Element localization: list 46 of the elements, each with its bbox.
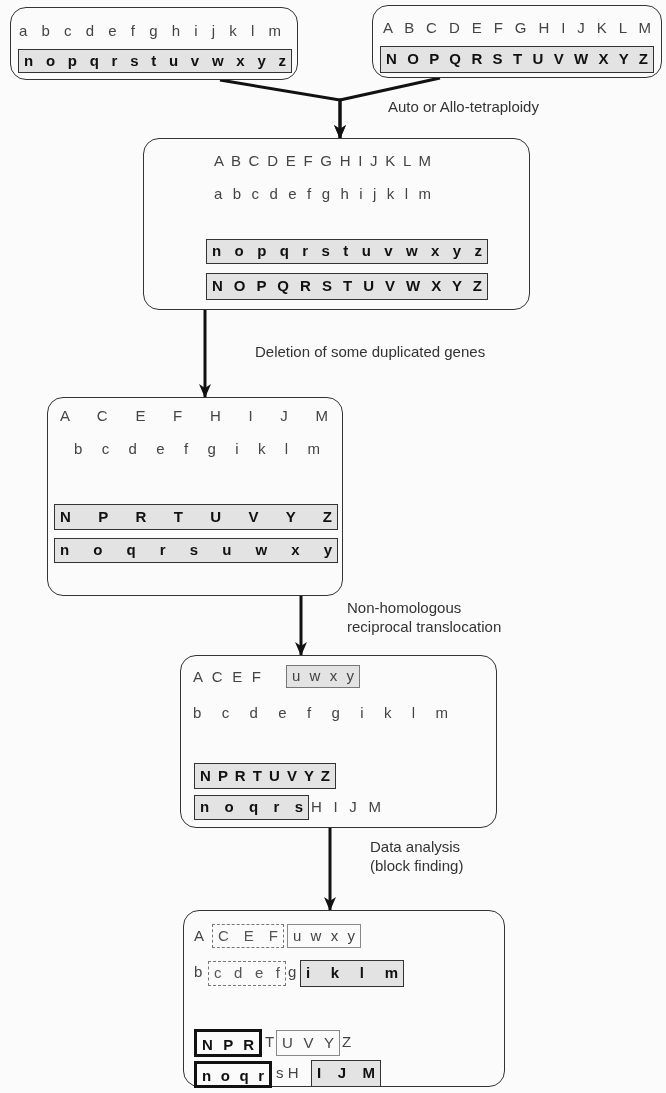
- gene-letters: b: [194, 962, 203, 982]
- genome-box: [183, 910, 505, 1087]
- gene-block: u w x y: [286, 665, 360, 688]
- gene-block: N P R: [194, 1029, 262, 1057]
- gene-letters: T: [265, 1032, 275, 1052]
- gene-letters: A B C D E F G H I J K L M: [214, 151, 431, 171]
- genome-box: [180, 655, 497, 828]
- gene-letters: A C E F: [193, 667, 261, 687]
- gene-block: U V Y: [276, 1030, 340, 1056]
- gene-letters: g: [288, 962, 297, 982]
- gene-block: n o q r s: [194, 795, 309, 820]
- gene-letters: A B C D E F G H I J K L M: [383, 18, 651, 38]
- gene-block: c d e f: [208, 961, 286, 986]
- gene-block: I J M: [311, 1060, 381, 1087]
- gene-block: u w x y: [287, 924, 361, 948]
- gene-letters: A: [194, 926, 204, 946]
- gene-block: n o p q r s t u v w x y z: [18, 49, 292, 73]
- arrow: [199, 310, 211, 398]
- genome-box: [47, 397, 343, 596]
- arrow: [295, 596, 307, 656]
- gene-letters: b c d e f g i k l m: [74, 439, 320, 459]
- genome-box: [143, 138, 530, 310]
- edge-label: Auto or Allo-tetraploidy: [388, 97, 540, 116]
- gene-block: N P R T U V Y Z: [54, 504, 338, 530]
- genome-box: [372, 5, 662, 78]
- gene-block: n o p q r s t u v w x y z: [206, 239, 488, 264]
- edge-label: Deletion of some duplicated genes: [255, 342, 487, 361]
- gene-letters: a b c d e f g h i j k l m: [214, 184, 431, 204]
- gene-block: C E F: [212, 924, 284, 948]
- gene-letters: Z: [342, 1032, 352, 1052]
- gene-letters: A C E F H I J M: [60, 406, 328, 426]
- edge-label: Non-homologous reciprocal translocation: [347, 598, 503, 636]
- gene-letters: b c d e f g i k l m: [193, 703, 448, 723]
- gene-block: n o q r s u w x y: [54, 538, 338, 563]
- gene-block: N O P Q R S T U V W X Y Z: [206, 273, 488, 300]
- gene-letters: H I J M: [311, 797, 381, 817]
- arrow: [334, 76, 441, 139]
- gene-letters: s H: [276, 1063, 299, 1083]
- edge-label: Data analysis (block finding): [370, 837, 465, 875]
- gene-block: i k l m: [300, 960, 404, 987]
- arrow: [324, 828, 336, 911]
- gene-block: N O P Q R S T U V W X Y Z: [380, 46, 654, 73]
- gene-letters: a b c d e f g h i j k l m: [19, 21, 281, 41]
- genome-box: [10, 7, 298, 80]
- gene-block: N P R T U V Y Z: [194, 763, 336, 789]
- gene-block: n o q r: [194, 1061, 272, 1088]
